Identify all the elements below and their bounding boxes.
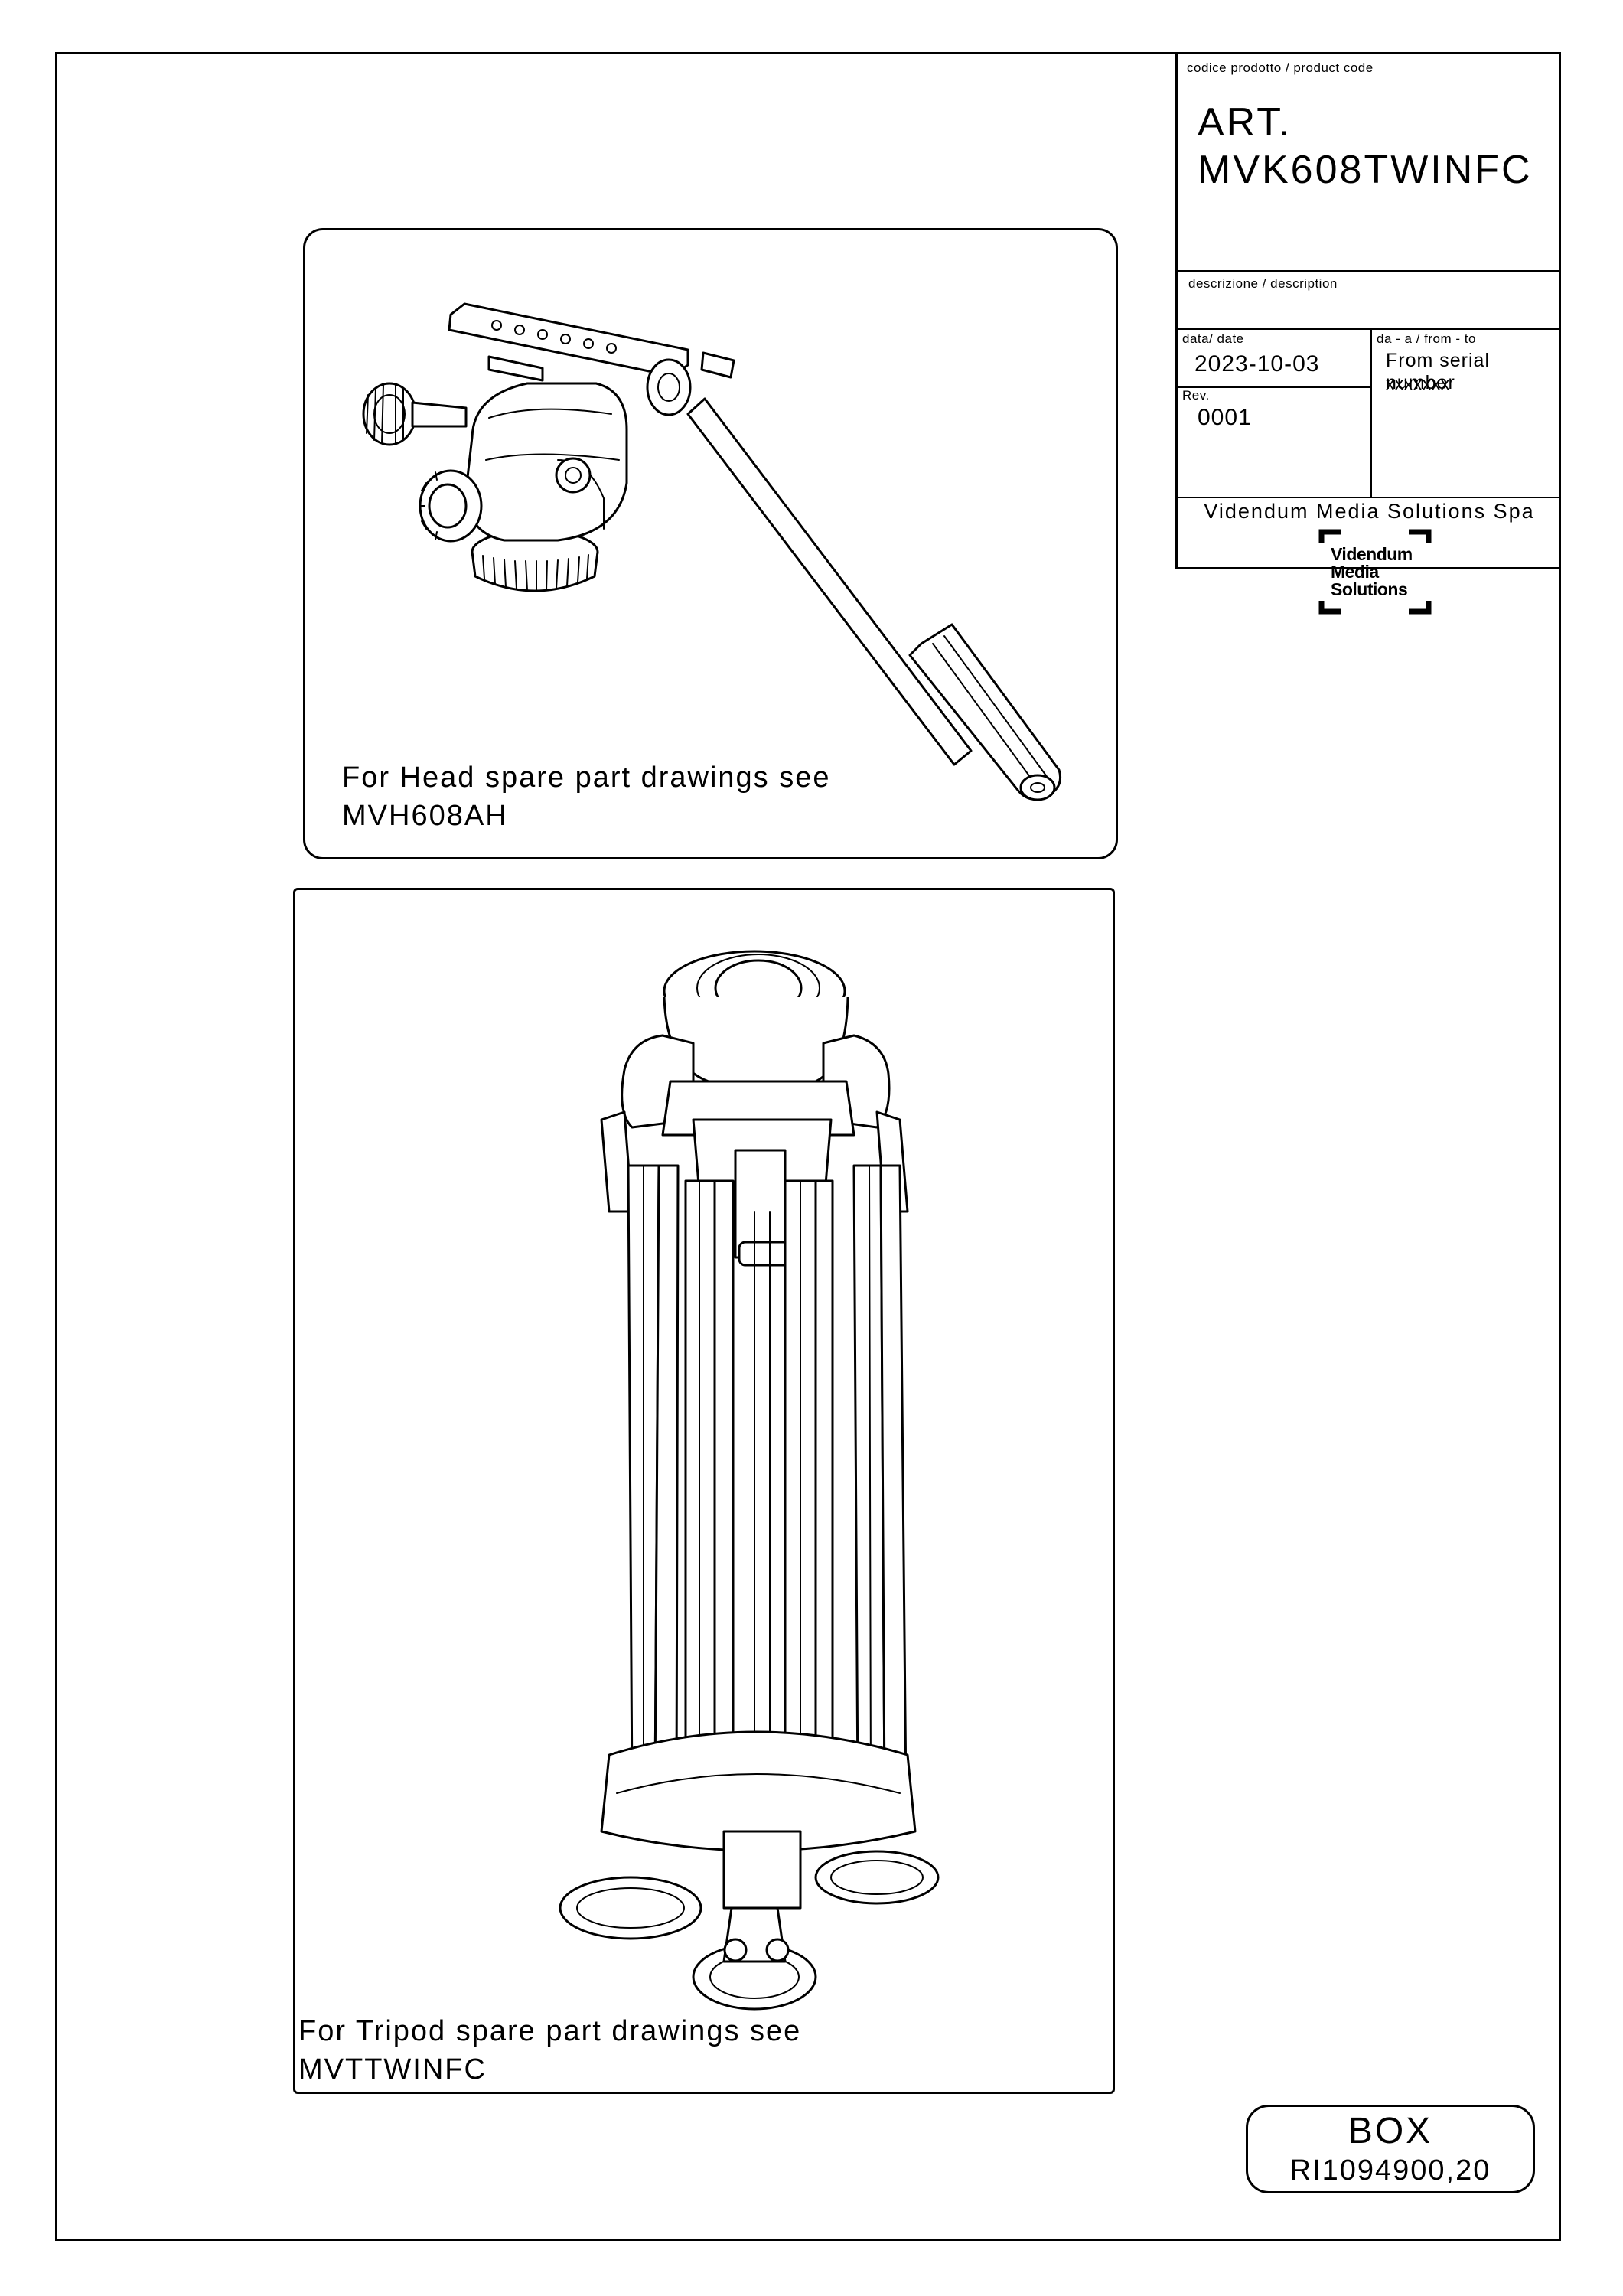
art-code: MVK608TWINFC — [1198, 148, 1533, 192]
from-to-value-line2: xxxxxxx — [1386, 374, 1450, 393]
rev-value: 0001 — [1198, 405, 1252, 430]
company-name: Videndum Media Solutions Spa — [1204, 500, 1535, 523]
art-prefix: ART. — [1198, 100, 1292, 145]
head-panel: For Head spare part drawings see MVH608A… — [303, 228, 1118, 859]
logo-line3: Solutions — [1331, 579, 1408, 599]
tripod-caption-line2: MVTTWINFC — [298, 2053, 487, 2086]
date-label: data/ date — [1182, 331, 1244, 346]
description-label: descrizione / description — [1188, 276, 1338, 291]
product-code-label: codice prodotto / product code — [1187, 60, 1374, 75]
from-to-label: da - a / from - to — [1377, 331, 1476, 346]
tripod-panel: For Tripod spare part drawings see MVTTW… — [293, 888, 1115, 2094]
tripod-drawing — [559, 950, 940, 2011]
rev-label: Rev. — [1182, 388, 1210, 403]
from-to-value-line1: From serial number — [1386, 350, 1491, 393]
videndum-logo: Videndum Media Solutions — [1318, 529, 1432, 615]
date-value: 2023-10-03 — [1194, 351, 1320, 377]
head-caption-line1: For Head spare part drawings see — [342, 762, 831, 794]
box-badge: BOX RI1094900,20 — [1246, 2105, 1535, 2193]
head-caption-line2: MVH608AH — [342, 800, 508, 832]
tripod-caption-line1: For Tripod spare part drawings see — [298, 2015, 802, 2047]
box-title: BOX — [1348, 2111, 1433, 2151]
logo-line1: Videndum — [1331, 544, 1413, 564]
drawing-frame — [55, 52, 1561, 2241]
fluid-head-drawing — [362, 302, 1062, 801]
logo-line2: Media — [1331, 562, 1379, 582]
box-code: RI1094900,20 — [1289, 2154, 1491, 2187]
title-block: codice prodotto / product code ART. MVK6… — [1175, 52, 1561, 615]
